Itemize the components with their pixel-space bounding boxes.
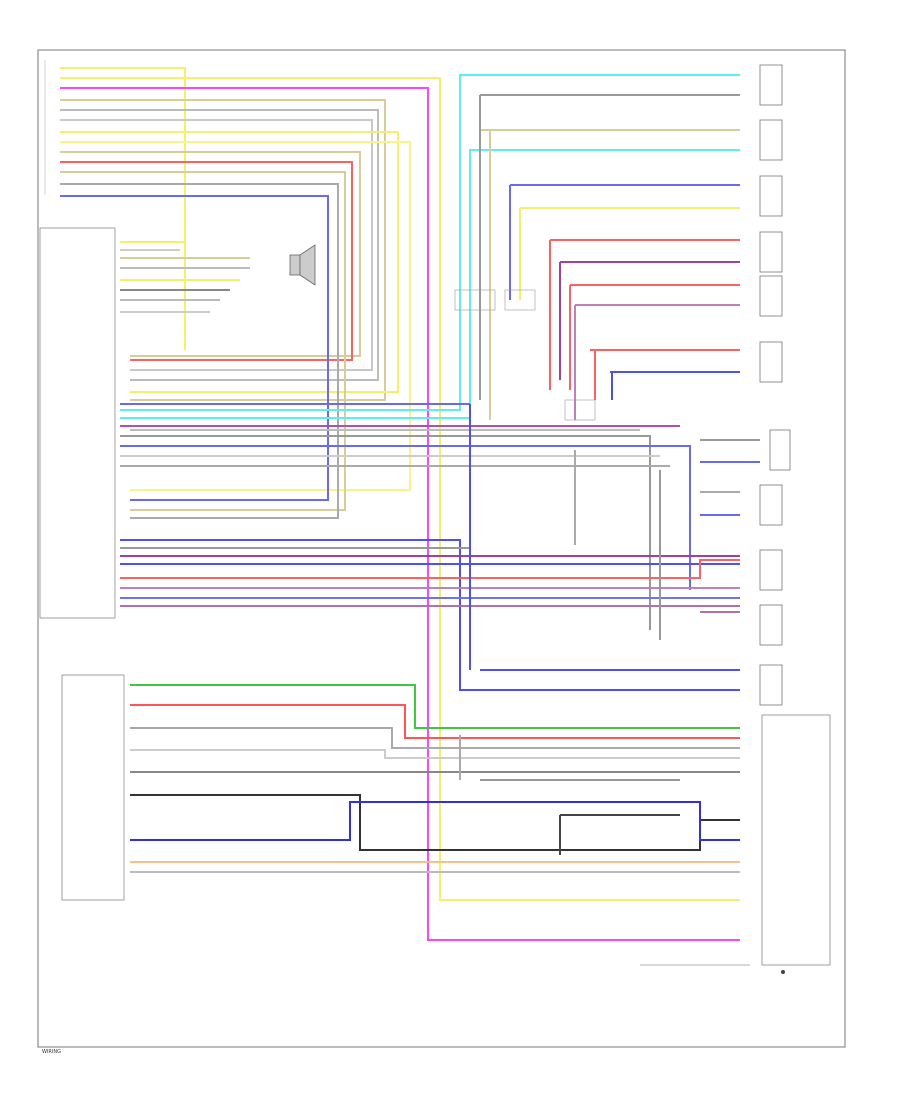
harness-connector-main (39, 227, 116, 619)
wire-magenta-main (60, 87, 740, 941)
wire-gray-3 (60, 183, 339, 519)
wire-yellow-top (60, 67, 186, 350)
center-connector-c (564, 399, 596, 421)
wire-tan-2 (60, 151, 361, 357)
wire-cyan-mid-2 (120, 149, 740, 419)
speaker-box-7 (769, 429, 791, 471)
speakers (759, 64, 791, 706)
speaker-box-4 (759, 231, 783, 273)
wire-black-lower (130, 794, 740, 851)
diagram-frame (37, 49, 846, 1048)
wire-blue-1 (60, 195, 329, 501)
wire-green-lower (130, 684, 740, 729)
lower-right-unit (761, 714, 831, 966)
wire-tan-3 (60, 171, 346, 511)
footer-label: WIRING (42, 1049, 61, 1055)
speaker-box-2 (759, 119, 783, 161)
wire-red-lower (120, 559, 740, 579)
center-connector-b (504, 289, 536, 311)
ground-icon (781, 970, 785, 974)
wire-gray-lower-2 (130, 727, 740, 749)
speaker-box-11 (759, 664, 783, 706)
speaker-box-8 (759, 484, 783, 526)
speaker-box-1 (759, 64, 783, 106)
wire-cyan-mid (120, 74, 740, 411)
wire-blue-lower-a (120, 539, 740, 691)
lower-left-unit (61, 674, 125, 901)
wire-gray-1 (60, 109, 379, 381)
speaker-box-6 (759, 341, 783, 383)
wire-blue-mid-b (120, 445, 691, 590)
speaker-box-3 (759, 175, 783, 217)
wire-gray-mid-b (120, 435, 651, 630)
wire-yellow-2 (60, 77, 740, 901)
wire-blue-lower-2 (130, 801, 740, 841)
wire-red-1 (60, 161, 353, 361)
wire-yellow-4 (60, 141, 411, 491)
speaker-box-5 (759, 275, 783, 317)
speaker-icon (289, 244, 316, 286)
center-connector-a (454, 289, 496, 311)
wire-tan-1 (60, 99, 386, 401)
wire-yellow-3 (60, 131, 399, 393)
wire-gray-lower-3 (130, 749, 740, 759)
speaker-box-9 (759, 549, 783, 591)
wire-red-lower-2 (130, 704, 740, 739)
speaker-box-10 (759, 604, 783, 646)
wire-gray-2 (60, 119, 373, 371)
wires (60, 67, 760, 941)
